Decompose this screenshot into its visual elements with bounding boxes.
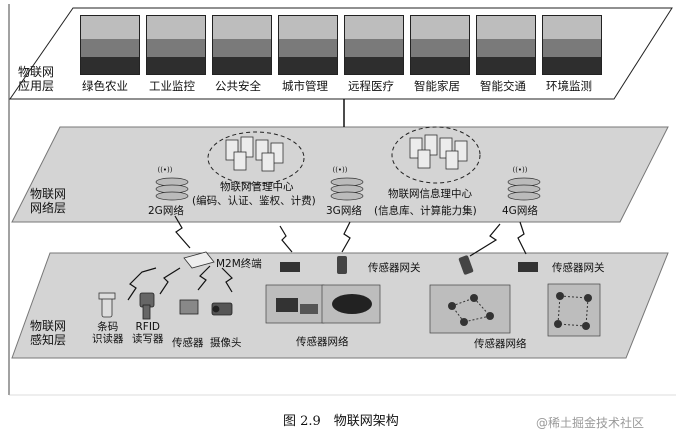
- wireless-links: [127, 215, 527, 301]
- thumb-agriculture: [80, 15, 140, 75]
- gateway-icon-1: [337, 256, 347, 274]
- app-label-agriculture: 绿色农业: [82, 79, 128, 93]
- watermark: @稀土掘金技术社区: [536, 416, 645, 430]
- m2m-terminal-label: M2M终端: [216, 258, 262, 270]
- sensor-label: 传感器: [172, 337, 204, 349]
- mgmt-center-cloud: [207, 131, 305, 185]
- mgmt-functions-label: (编码、认证、鉴权、计费): [192, 195, 316, 207]
- link-barcode-m2m: [127, 267, 157, 301]
- gateway-label-1: 传感器网关: [368, 262, 421, 274]
- thumb-city: [278, 15, 338, 75]
- thumb-smart-home: [410, 15, 470, 75]
- thumb-traffic: [476, 15, 536, 75]
- gateway-icon-2: [458, 255, 474, 275]
- svg-text:((•)): ((•)): [157, 166, 172, 174]
- svg-text:((•)): ((•)): [512, 166, 527, 174]
- link-camera-m2m: [221, 267, 233, 293]
- sensor-network-photo-3: [429, 284, 511, 334]
- camera-label: 摄像头: [210, 337, 242, 349]
- svg-text:((•)): ((•)): [332, 166, 347, 174]
- sensor-network-label-2: 传感器网络: [474, 338, 527, 350]
- app-label-industrial: 工业监控: [149, 79, 195, 93]
- 3g-base-station-icon: ((•)): [330, 166, 364, 201]
- sensor-network-label-1: 传感器网络: [296, 336, 349, 348]
- thumb-industrial: [146, 15, 206, 75]
- info-center-label: 物联网信息理中心: [388, 188, 472, 200]
- net-4g-label: 4G网络: [502, 205, 538, 217]
- sensor-network-photo-2: [321, 284, 381, 324]
- thumb-environment: [542, 15, 602, 75]
- link-sensor-m2m: [197, 265, 211, 291]
- rfid-reader-icon: [139, 292, 155, 320]
- 2g-base-station-icon: ((•)): [155, 166, 189, 201]
- sensor-network-photo-4: [547, 283, 601, 337]
- link-2g-m2m: [174, 215, 191, 249]
- info-servers-icon: [409, 134, 468, 170]
- net-3g-label: 3G网络: [326, 205, 362, 217]
- barcode-reader-label: 条码 识读器: [92, 321, 124, 346]
- sensor-network-photo-1: [265, 284, 325, 324]
- sensor-icon: [179, 299, 199, 315]
- m2m-terminal-icon: [183, 251, 215, 269]
- application-layer-title: 物联网 应用层: [18, 65, 55, 93]
- link-3g-gateway: [341, 221, 351, 253]
- gateway-label-2: 传感器网关: [552, 262, 605, 274]
- router-icon-1: [280, 262, 300, 272]
- info-center-cloud: [391, 126, 481, 184]
- net-2g-label: 2G网络: [148, 205, 184, 217]
- perception-layer-title: 物联网 感知层: [30, 319, 67, 347]
- app-label-environment: 环境监测: [546, 79, 592, 93]
- thumb-telemedicine: [344, 15, 404, 75]
- info-functions-label: (信息库、计算能力集): [374, 205, 477, 217]
- figure-caption: 图 2.9 物联网架构: [283, 414, 399, 429]
- app-label-public-safety: 公共安全: [215, 79, 261, 93]
- app-label-telemedicine: 远程医疗: [348, 79, 394, 93]
- barcode-reader-icon: [98, 292, 116, 318]
- router-icon-2: [518, 262, 538, 272]
- thumb-public-safety: [212, 15, 272, 75]
- rfid-reader-label: RFID 读写器: [132, 321, 164, 346]
- link-4g-gateway1: [469, 223, 501, 257]
- 4g-base-station-icon: ((•)): [507, 166, 541, 201]
- app-label-smart-home: 智能家居: [414, 79, 460, 93]
- app-label-traffic: 智能交通: [480, 79, 526, 93]
- mgmt-center-label: 物联网管理中心: [220, 181, 294, 193]
- link-4g-gateway2: [517, 221, 527, 255]
- link-mgmt-terminal: [279, 225, 293, 253]
- app-label-city: 城市管理: [282, 79, 328, 93]
- camera-icon: [211, 302, 233, 316]
- link-rfid-m2m: [159, 267, 181, 295]
- mgmt-servers-icon: [225, 136, 284, 172]
- network-layer-title: 物联网 网络层: [30, 187, 67, 215]
